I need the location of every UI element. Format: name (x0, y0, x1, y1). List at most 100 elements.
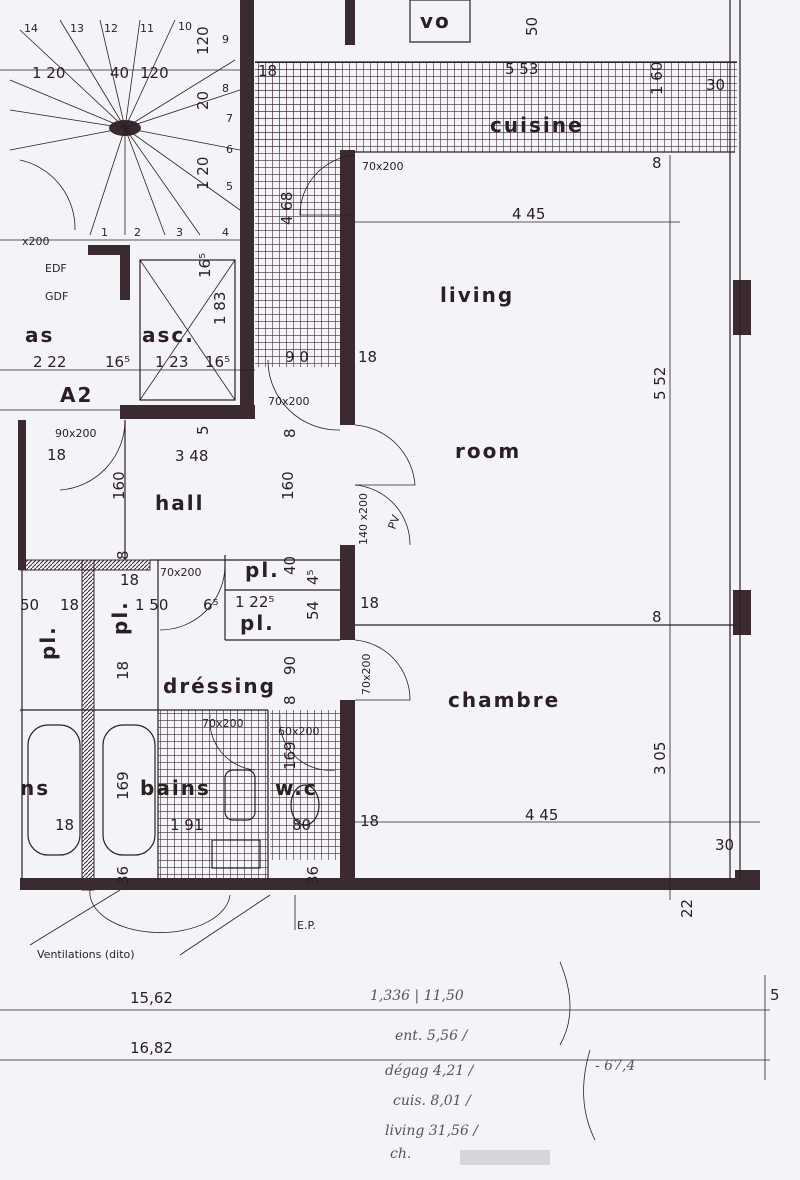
dimension: 30 (715, 836, 734, 854)
door-size: x200 (22, 235, 50, 248)
handwritten-notes: 1,336 | 11,50 ent. 5,56 / dégag 4,21 / c… (370, 961, 635, 1165)
dimension: 120 (194, 26, 212, 55)
label-ep: E.P. (297, 919, 316, 932)
dimension: 5 (194, 425, 212, 435)
dimension: 3 48 (175, 447, 208, 465)
door-size: 60x200 (278, 725, 320, 738)
dimension: 18 (47, 446, 66, 464)
dimension: 16⁵ (205, 353, 230, 371)
dimension: 1 23 (155, 353, 188, 371)
handwritten-line: dégag 4,21 / (385, 1063, 475, 1079)
label-unit: A2 (60, 383, 93, 407)
label-pl: pl. (36, 625, 60, 660)
handwritten-line: cuis. 8,01 / (393, 1093, 472, 1109)
label-bains-left: ns (20, 776, 50, 800)
corridor-tiles (255, 62, 340, 367)
stair-step: 2 (134, 226, 141, 239)
dimension: 1 50 (135, 596, 168, 614)
stair-step: 9 (222, 33, 229, 46)
dimension: 18 (114, 661, 132, 680)
dimension: 36 (304, 866, 322, 885)
stair-step: 6 (226, 143, 233, 156)
dimension: 8 (281, 695, 299, 705)
dimension: 2 22 (33, 353, 66, 371)
door-size: 70x200 (362, 160, 404, 173)
door-swings (19, 154, 416, 933)
stair-step: 12 (104, 22, 118, 35)
dimension: 1 22⁵ (235, 593, 274, 611)
door-size: 70x200 (202, 717, 244, 730)
ventilations-note: Ventilations (dito) (37, 948, 135, 961)
label-room: room (455, 439, 521, 463)
label-pv: PV (386, 513, 403, 531)
stair-step: 14 (24, 22, 38, 35)
label-pl: pl. (108, 600, 132, 635)
stair-step: 11 (140, 22, 154, 35)
door-size: 140 x200 (357, 493, 370, 545)
label-cuisine: cuisine (490, 113, 584, 137)
door-labels: 70x200 70x200 90x200 140 x200 70x200 70x… (22, 160, 404, 738)
dimension: 1 91 (170, 816, 203, 834)
dimension: 160 (110, 471, 128, 500)
dimension: 1 20 (32, 64, 65, 82)
stair-step: 10 (178, 20, 192, 33)
dimension: 8 (281, 428, 299, 438)
label-edf: EDF (45, 262, 67, 275)
dimension: 18 (60, 596, 79, 614)
dimension: 40 (110, 64, 129, 82)
dimension: 3 05 (651, 742, 669, 775)
dimension: 90 (281, 656, 299, 675)
stair-step: 5 (226, 180, 233, 193)
total-length-2: 16,82 (130, 1039, 173, 1057)
dimension: 169 (281, 741, 299, 770)
stair-step: 1 (101, 226, 108, 239)
dimension: 18 (360, 812, 379, 830)
door-size: 70x200 (160, 566, 202, 579)
dimension: 8 (114, 550, 132, 560)
dimension: 4 45 (525, 806, 558, 824)
dimension: 80 (292, 816, 311, 834)
dimension: 6⁵ (203, 596, 219, 614)
stair-step: 13 (70, 22, 84, 35)
dimension: 160 (279, 471, 297, 500)
dimension: 50 (20, 596, 39, 614)
door-size: 90x200 (55, 427, 97, 440)
dimension: 22 (678, 899, 696, 918)
dimension: 4 45 (512, 205, 545, 223)
dimension: 120 (140, 64, 169, 82)
dimension: 9 0 (285, 348, 309, 366)
label-bains: bains (140, 776, 211, 800)
dimension: 1 83 (211, 292, 229, 325)
label-living: living (440, 283, 514, 307)
dimension: 18 (258, 62, 277, 80)
dimension: 18 (120, 571, 139, 589)
dimension: 16⁵ (105, 353, 130, 371)
dimension: 8 (652, 154, 662, 172)
label-chambre: chambre (448, 688, 560, 712)
stair-step: 7 (226, 112, 233, 125)
dimension: 4⁵ (304, 569, 322, 585)
notes: Ventilations (dito) 15,62 16,82 (29, 889, 296, 1057)
stair-step: 4 (222, 226, 229, 239)
dimension: 36 (114, 866, 132, 885)
label-gdf: GDF (45, 290, 68, 303)
dimension: 5 53 (505, 60, 538, 78)
label-pl: pl. (240, 611, 275, 635)
stair-step: 3 (176, 226, 183, 239)
dimension: 40 (281, 556, 299, 575)
dimension: 8 (652, 608, 662, 626)
label-wc: w.c (275, 776, 318, 800)
dimension: 20 (194, 91, 212, 110)
label-as: as (25, 323, 54, 347)
dimension: 1 20 (194, 157, 212, 190)
dimension-labels: 5 53 1 60 30 50 18 4 45 4 68 5 52 8 8 3 … (20, 17, 780, 1004)
door-size: 70x200 (268, 395, 310, 408)
room-labels: cuisine living room chambre hall dréssin… (20, 9, 584, 932)
label-vo: vo (420, 9, 451, 33)
dimension: 169 (114, 771, 132, 800)
handwritten-line: living 31,56 / (385, 1123, 479, 1139)
handwritten-line: 1,336 | 11,50 (370, 988, 464, 1004)
handwritten-sum: - 67,4 (595, 1058, 635, 1074)
label-hall: hall (155, 491, 204, 515)
